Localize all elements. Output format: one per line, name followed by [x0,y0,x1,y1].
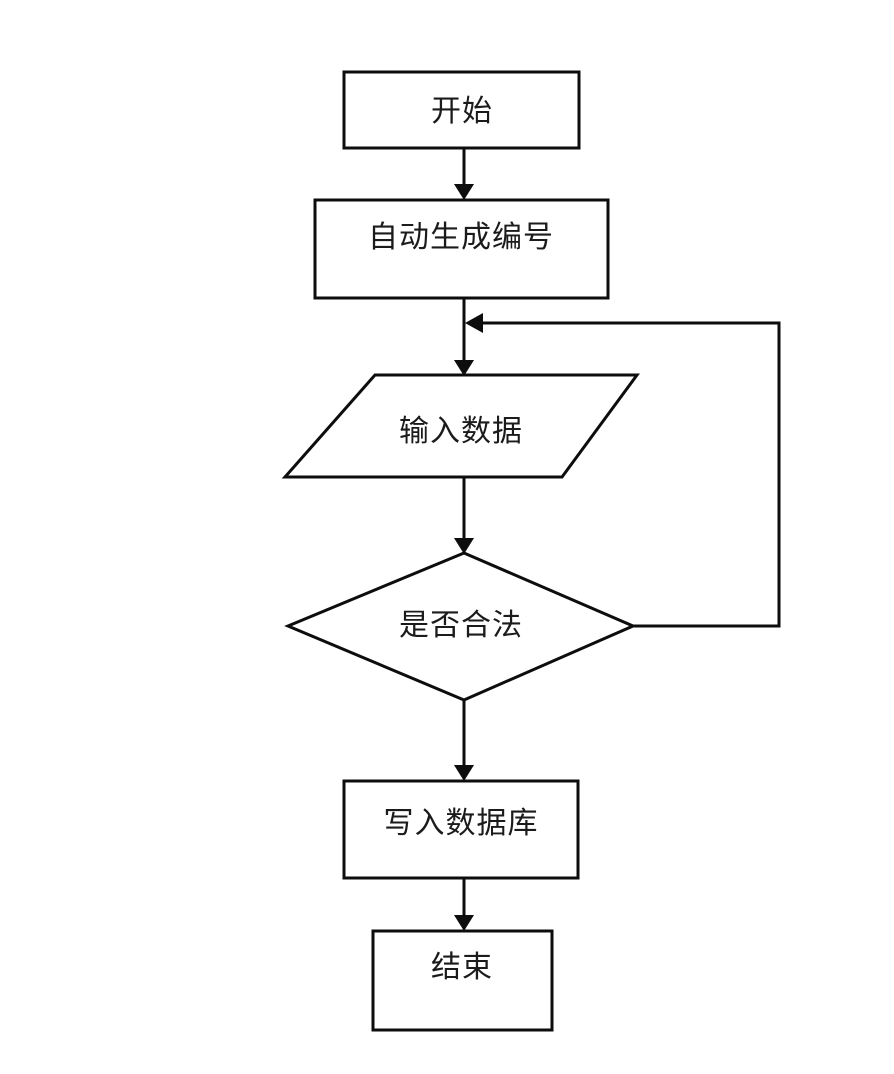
edge-is-valid-to-write-db [454,700,474,781]
node-shape-input-data[interactable] [281,373,640,479]
edge-is-valid-loop-back-to-input-data [465,313,781,628]
node-shape-end[interactable] [371,929,554,1032]
node-shape-start[interactable] [342,70,581,150]
edge-start-to-generate-id [454,148,474,200]
edge-input-data-to-is-valid [454,477,474,554]
edge-generate-id-to-input-data [454,298,474,376]
node-shape-generate-id[interactable] [313,198,610,300]
edge-write-db-to-end [454,878,474,931]
node-shape-write-db[interactable] [342,779,580,880]
node-shape-is-valid[interactable] [284,551,637,702]
